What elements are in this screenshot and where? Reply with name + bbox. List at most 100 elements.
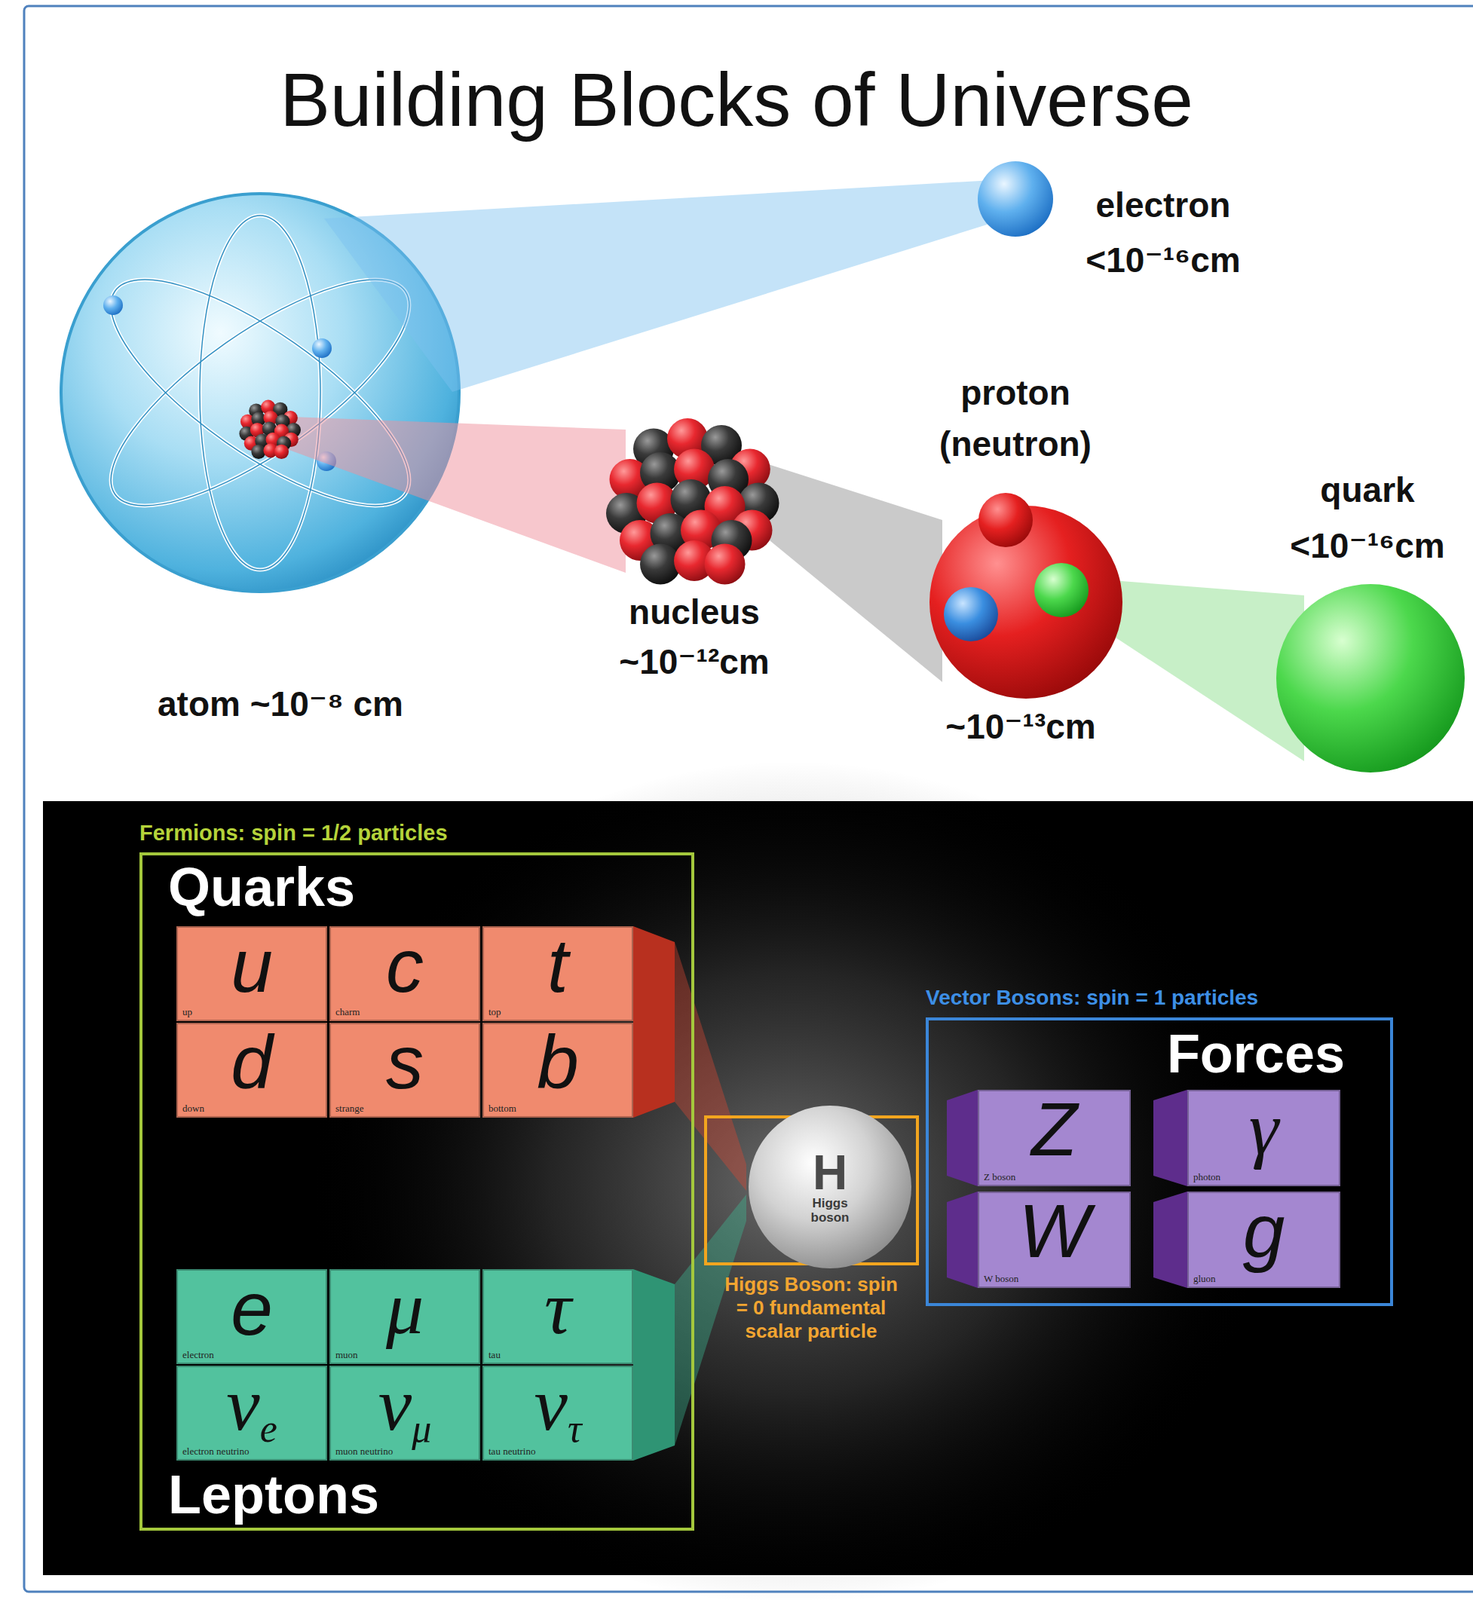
particle-symbol: d <box>230 1019 273 1105</box>
electron-sphere <box>977 161 1054 237</box>
particle-name: Z boson <box>983 1172 1016 1183</box>
particle-cube: γ photon <box>1187 1090 1341 1187</box>
particle-symbol: t <box>547 923 569 1008</box>
small-nucleus <box>238 400 301 460</box>
symbol-wrap: u <box>230 927 273 1004</box>
orbit-electron <box>312 338 332 359</box>
particle-name: W boson <box>983 1273 1019 1285</box>
particle-name: charm <box>335 1007 360 1018</box>
quark-sphere <box>1276 584 1465 773</box>
symbol-subscript: τ <box>567 1407 582 1451</box>
particle-cube: ggluon <box>1187 1191 1341 1289</box>
cube-side <box>946 1191 978 1289</box>
symbol-wrap: e <box>230 1270 273 1347</box>
scale-label: ~10⁻¹³cm <box>945 707 1096 748</box>
orbit-electron <box>103 295 123 316</box>
particle-name: photon <box>1193 1172 1221 1183</box>
inner-quark <box>1034 563 1089 618</box>
particle-cube: Z Z boson <box>977 1090 1131 1187</box>
group-caption: Fermions: spin = 1/2 particles <box>139 820 448 846</box>
particle-name: electron <box>182 1350 215 1361</box>
inner-quark <box>978 493 1033 548</box>
group-caption: Vector Bosons: spin = 1 particles <box>925 986 1259 1011</box>
symbol-wrap: c <box>385 927 424 1004</box>
slide-frame <box>24 6 1473 1593</box>
symbol-wrap: b <box>536 1024 579 1100</box>
symbol-wrap: Z <box>1031 1091 1078 1167</box>
particle-cube: e electron <box>176 1269 328 1365</box>
scale-label: quark <box>1319 470 1415 511</box>
particle-name: bottom <box>488 1103 517 1115</box>
particle-cube: ντtau neutrino <box>482 1365 634 1461</box>
scale-label: <10⁻¹⁶cm <box>1085 240 1241 281</box>
cube-side <box>946 1090 978 1187</box>
particle-symbol: ν <box>378 1362 412 1447</box>
higgs-caption: Higgs Boson: spin = 0 fundamental scalar… <box>724 1273 898 1345</box>
particle-cube: νeelectron neutrino <box>176 1365 328 1461</box>
higgs-box: Higgs Boson: spin = 0 fundamental scalar… <box>704 1115 919 1266</box>
particle-name: up <box>182 1007 193 1018</box>
particle-symbol: μ <box>385 1266 424 1351</box>
symbol-wrap: t <box>547 927 569 1004</box>
zoom-beam <box>270 416 626 573</box>
inner-quark <box>943 587 999 642</box>
symbol-wrap: ντ <box>533 1367 582 1443</box>
particle-name: muon neutrino <box>335 1446 393 1458</box>
particle-symbol: g <box>1243 1188 1286 1274</box>
scale-label: nucleus <box>628 592 760 633</box>
higgs-symbol: H <box>812 1148 848 1198</box>
particle-cube: t top <box>482 926 634 1022</box>
group-heading: Quarks <box>168 860 356 915</box>
lepton-beam <box>674 1194 747 1446</box>
symbol-wrap: τ <box>544 1270 572 1347</box>
particle-cube: μ muon <box>329 1269 481 1365</box>
quark-beam <box>674 942 747 1192</box>
zoom-beam <box>324 179 1007 392</box>
particle-symbol: γ <box>1249 1087 1279 1171</box>
particle-symbol: e <box>230 1266 273 1351</box>
sphere-content: HHiggs boson <box>747 1104 913 1271</box>
group-heading: Leptons <box>168 1467 380 1522</box>
scale-label: ~10⁻¹²cm <box>618 642 769 683</box>
particle-symbol: Z <box>1031 1087 1078 1172</box>
symbol-wrap: g <box>1243 1193 1286 1269</box>
scale-label: atom ~10⁻⁸ cm <box>157 684 404 725</box>
symbol-subscript: μ <box>411 1407 432 1451</box>
scale-label: <10⁻¹⁶cm <box>1289 526 1445 567</box>
nucleus-cluster <box>606 418 780 585</box>
particle-cube: c charm <box>329 926 481 1022</box>
higgs-ball <box>748 1105 912 1269</box>
scale-label: (neutron) <box>939 424 1092 465</box>
particle-symbol: u <box>230 923 273 1008</box>
fermion-group-box: Fermions: spin = 1/2 particlesQuarksLept… <box>139 852 695 1532</box>
scale-label: electron <box>1096 185 1232 226</box>
particle-symbol: W <box>1018 1188 1090 1274</box>
symbol-subscript: e <box>260 1407 278 1451</box>
group-heading: Forces <box>1166 1026 1345 1082</box>
symbol-wrap: d <box>230 1024 273 1100</box>
particle-name: top <box>488 1007 502 1018</box>
particle-cube: WW boson <box>977 1191 1131 1289</box>
particle-symbol: b <box>536 1019 579 1105</box>
particle-cube: τ tau <box>482 1269 634 1365</box>
particle-symbol: τ <box>544 1266 572 1351</box>
force-group-box: Vector Bosons: spin = 1 particlesForcesZ… <box>925 1017 1394 1307</box>
symbol-wrap: νμ <box>378 1367 432 1443</box>
particle-name: strange <box>335 1103 365 1115</box>
cube-side <box>633 1269 675 1461</box>
cube-side <box>1153 1090 1188 1187</box>
cube-side <box>1153 1191 1188 1289</box>
orbit <box>199 215 321 570</box>
symbol-wrap: s <box>385 1024 424 1100</box>
scale-label: proton <box>960 373 1071 414</box>
particle-cube: s strange <box>329 1022 481 1118</box>
higgs-glow <box>309 761 1274 1600</box>
particle-name: muon <box>335 1350 359 1361</box>
zoom-beam <box>753 459 943 683</box>
particle-cube: νμ muon neutrino <box>329 1365 481 1461</box>
particle-cube: b bottom <box>482 1022 634 1118</box>
particle-symbol: ν <box>226 1362 260 1447</box>
particle-cube: u up <box>176 926 328 1022</box>
particle-name: tau <box>488 1350 501 1361</box>
